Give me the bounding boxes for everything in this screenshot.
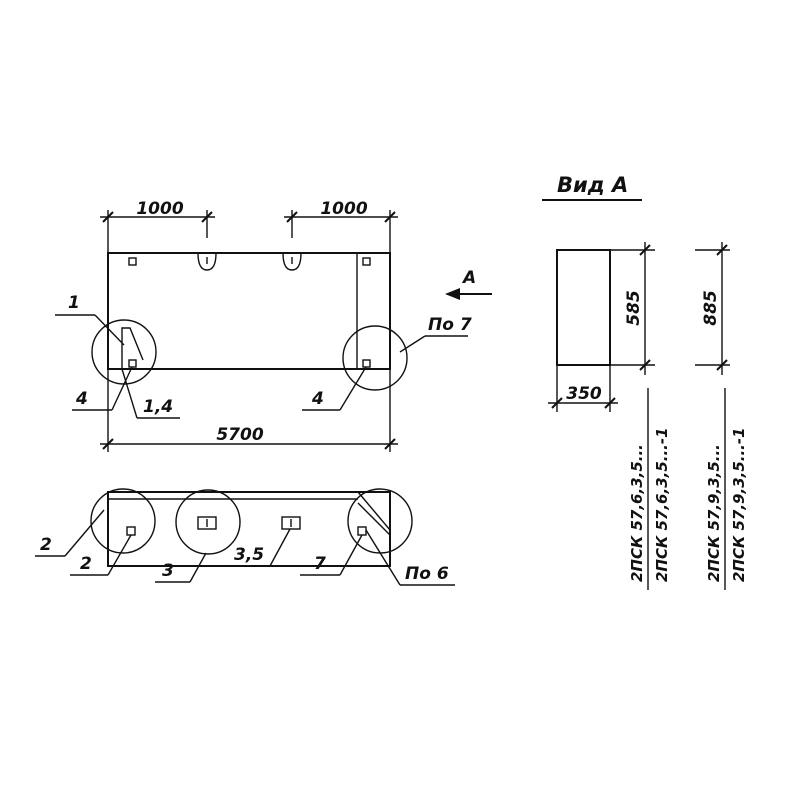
plan-lug-square-right: [362, 257, 371, 266]
dimension-top-left: 1000: [100, 199, 215, 253]
dimension-top-right: 1000: [284, 199, 398, 253]
elevation-diagonal: [357, 502, 391, 536]
view-a-title: Вид А: [557, 173, 628, 197]
elevation-chamfer: [357, 491, 391, 531]
plan-corner-element: [121, 327, 144, 369]
elevation-detail-circle-middle: [175, 489, 241, 555]
elevation-detail-circle-left: [90, 488, 156, 554]
dimension-overall-label: 5700: [216, 425, 263, 445]
marking-a-bottom: 2ПСК 57,6,3,5...-1: [653, 427, 671, 582]
plan-lift-loop-right: [282, 252, 302, 271]
callout-2-left-label: 2: [40, 535, 52, 555]
callout-2-left: 2: [35, 509, 105, 557]
marking-a-top: 2ПСК 57,6,3,5...: [628, 444, 646, 582]
view-a: Вид А 350 585 885: [542, 173, 748, 590]
elevation-insert-left: [197, 516, 217, 530]
elevation-view: 2 2 3 3,5 7 По 6: [35, 488, 455, 586]
callout-po6: По 6: [365, 529, 455, 586]
callout-3-5: 3,5: [230, 528, 291, 567]
dimension-top-right-label: 1000: [320, 199, 367, 219]
callout-4-right-label: 4: [311, 389, 324, 409]
marking-b-top: 2ПСК 57,9,3,5...: [705, 444, 723, 582]
dimension-height-885-label: 885: [701, 290, 721, 326]
plan-view: 1000 1000 5700 1: [55, 199, 492, 452]
callout-po6-label: По 6: [405, 564, 449, 584]
callout-2-bottom-label: 2: [80, 554, 92, 574]
plan-lift-loop-left: [197, 252, 217, 271]
dimension-height-585-label: 585: [624, 290, 644, 326]
callout-po7-label: По 7: [428, 315, 472, 335]
callout-3: 3: [155, 552, 207, 583]
callout-1-4-label: 1,4: [143, 397, 173, 417]
callout-4-left: 4: [72, 366, 133, 411]
callout-3-5-label: 3,5: [234, 545, 264, 565]
callout-1-4: 1,4: [121, 368, 180, 419]
callout-3-label: 3: [162, 561, 174, 581]
dimension-view-width: 350: [548, 365, 618, 412]
view-arrow-a: A: [445, 268, 492, 300]
elevation-insert-right: [281, 516, 301, 530]
plan-outline: [107, 252, 391, 370]
elevation-square-right: [357, 526, 367, 536]
dimension-height-585: 585: [610, 242, 655, 375]
callout-po7: По 7: [399, 315, 472, 353]
dimension-overall: 5700: [100, 369, 398, 452]
plan-embed-square-left: [128, 359, 137, 368]
callout-4-left-label: 4: [75, 389, 88, 409]
dimension-top-left-label: 1000: [136, 199, 183, 219]
marking-b-bottom: 2ПСК 57,9,3,5...-1: [730, 427, 748, 582]
callout-7: 7: [300, 534, 363, 576]
elevation-square-left: [126, 526, 136, 536]
view-a-section: [556, 249, 611, 366]
plan-detail-circle-right: [342, 325, 408, 391]
plan-embed-square-right: [362, 359, 371, 368]
callout-7-label: 7: [314, 554, 326, 574]
plan-lug-square-left: [128, 257, 137, 266]
callout-2-bottom: 2: [70, 534, 132, 576]
dimension-view-width-label: 350: [566, 384, 602, 404]
view-arrow-a-label: A: [461, 268, 476, 288]
callout-1: 1: [55, 293, 125, 346]
dimension-height-885: 885: [695, 242, 730, 375]
callout-1-label: 1: [68, 293, 80, 313]
callout-4-right: 4: [302, 366, 367, 411]
